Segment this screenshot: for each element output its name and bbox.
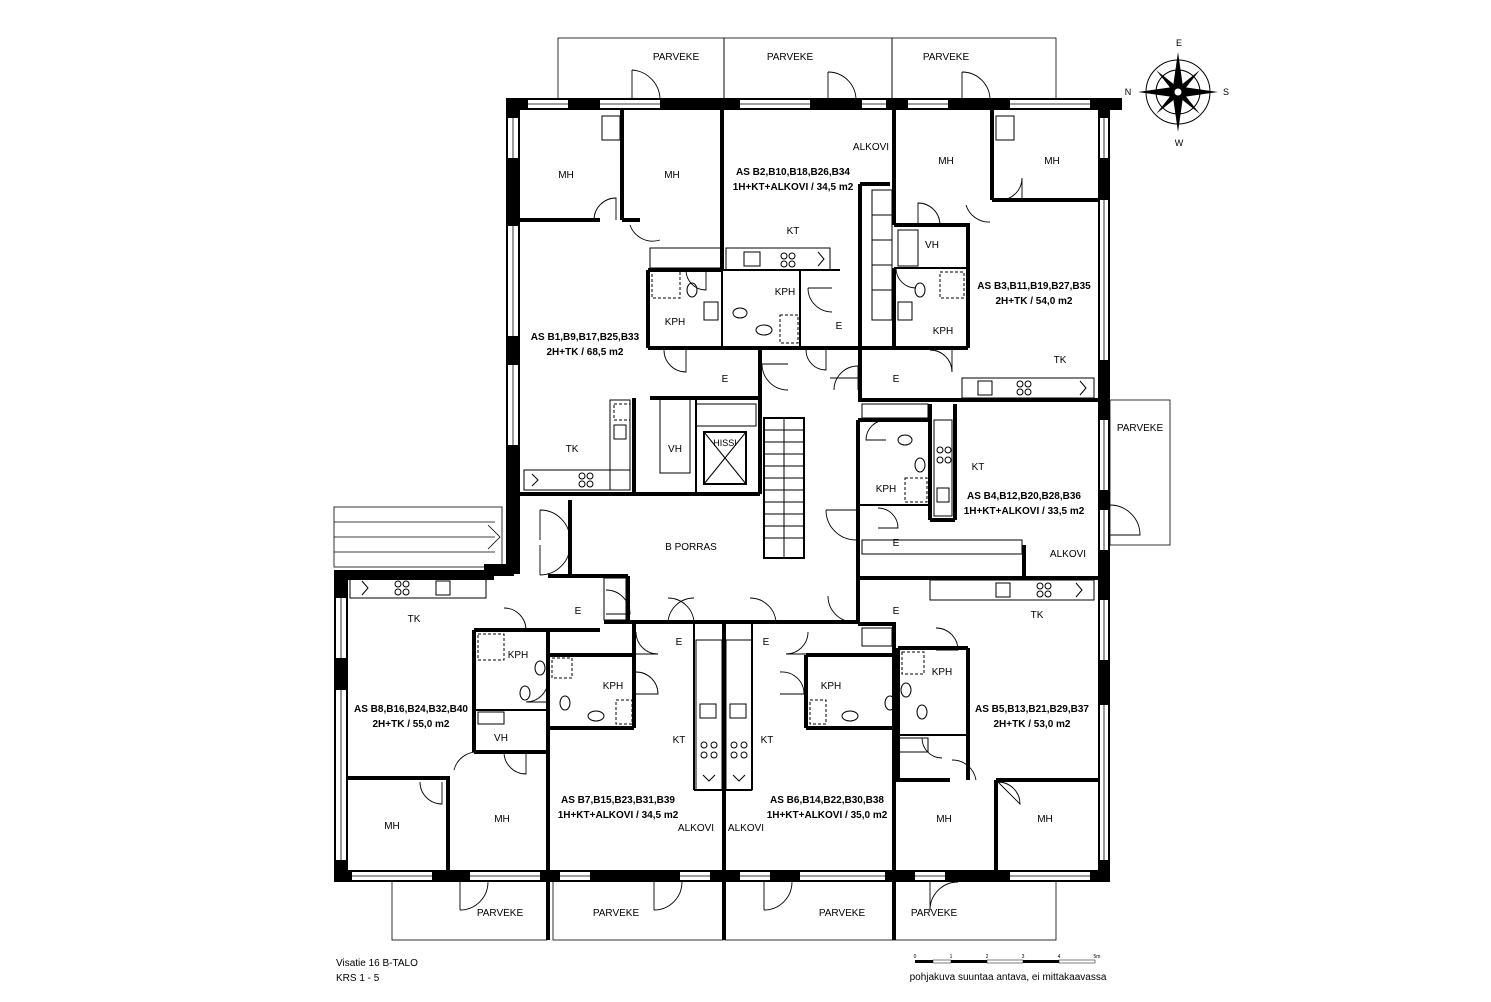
bathroom-label: KPH [665,317,686,328]
hallway-label: E [575,606,582,617]
scale-tick: 4 [1058,954,1061,960]
alcove-label: ALKOVI [728,823,764,834]
apartment-type: 1H+KT+ALKOVI / 34,5 m2 [733,182,854,193]
kitchenette-label: KT [761,735,774,746]
apartment-type: 1H+KT+ALKOVI / 34,5 m2 [558,810,679,821]
interior-walls [348,110,1098,940]
apartment-id: AS B2,B10,B18,B26,B34 [736,167,850,178]
alcove-label: ALKOVI [1050,549,1086,560]
scale-tick: 2 [986,954,989,960]
bathroom-label: KPH [603,681,624,692]
balcony-label: PARVEKE [767,52,814,63]
closet-label: VH [668,444,682,455]
kitchenette-label: KT [972,462,985,473]
compass-rose [1138,52,1218,132]
hallway-label: E [676,637,683,648]
living-room-label: TK [1054,355,1067,366]
living-room-label: TK [408,614,421,625]
bathroom-label: KPH [821,681,842,692]
bathroom-label: KPH [508,650,529,661]
kitchenette-label: KT [787,226,800,237]
balcony-label: PARVEKE [911,908,958,919]
closet-label: VH [925,240,939,251]
exterior-walls [334,98,1122,882]
bedroom-label: MH [558,170,574,181]
building-name: Visatie 16 B-TALO [336,958,418,969]
bedroom-label: MH [384,821,400,832]
bedroom-label: MH [664,170,680,181]
closet-label: VH [494,733,508,744]
scale-tick: 1 [950,954,953,960]
compass-e: E [1176,38,1182,48]
apartment-type: 1H+KT+ALKOVI / 33,5 m2 [964,506,1085,517]
apartment-id: AS B7,B15,B23,B31,B39 [561,795,675,806]
stairwell [703,417,805,559]
stairwell-label: B PORRAS [665,542,717,553]
compass-w: W [1175,138,1184,148]
bedroom-label: MH [1044,156,1060,167]
kitchenette-label: KT [673,735,686,746]
balcony-label: PARVEKE [653,52,700,63]
elevator-shaft [703,431,747,485]
hallway-label: E [722,374,729,385]
bathroom-label: KPH [876,484,897,495]
apartment-id: AS B3,B11,B19,B27,B35 [977,281,1091,292]
hallway-label: E [763,637,770,648]
balcony-label: PARVEKE [1117,423,1164,434]
bathroom-label: KPH [775,287,796,298]
bathroom-label: KPH [932,667,953,678]
apartment-id: AS B4,B12,B20,B28,B36 [967,491,1081,502]
living-room-label: TK [566,444,579,455]
apartment-type: 2H+TK / 54,0 m2 [996,296,1073,307]
floor-range: KRS 1 - 5 [336,973,380,984]
doors [419,69,1141,911]
balcony-label: PARVEKE [923,52,970,63]
apartment-type: 2H+TK / 68,5 m2 [547,347,624,358]
balcony-label: PARVEKE [477,908,524,919]
compass-s: S [1223,87,1229,97]
apartment-labels: AS B2,B10,B18,B26,B34 1H+KT+ALKOVI / 34,… [354,167,1091,821]
bathroom-label: KPH [933,326,954,337]
disclaimer-note: pohjakuva suuntaa antava, ei mittakaavas… [910,972,1107,983]
scale-tick: 0 [914,954,917,960]
apartment-type: 2H+TK / 53,0 m2 [994,719,1071,730]
scale-tick: 5m [1094,954,1101,960]
fixtures [349,115,1095,791]
hallway-label: E [836,321,843,332]
apartment-id: AS B8,B16,B24,B32,B40 [354,704,468,715]
apartment-id: AS B6,B14,B22,B30,B38 [770,795,884,806]
apartment-type: 2H+TK / 55,0 m2 [373,719,450,730]
room-labels: PARVEKE PARVEKE PARVEKE PARVEKE PARVEKE … [384,52,1163,919]
bedroom-label: MH [938,156,954,167]
balcony-label: PARVEKE [819,908,866,919]
alcove-label: ALKOVI [853,142,889,153]
living-room-label: TK [1031,610,1044,621]
scale-tick: 3 [1022,954,1025,960]
apartment-id: AS B5,B13,B21,B29,B37 [975,704,1089,715]
bedroom-label: MH [494,814,510,825]
hallway-label: E [893,538,900,549]
apartment-type: 1H+KT+ALKOVI / 35,0 m2 [767,810,888,821]
apartment-id: AS B1,B9,B17,B25,B33 [531,332,640,343]
alcove-label: ALKOVI [678,823,714,834]
elevator-label: HISSI [713,438,737,448]
hallway-label: E [893,606,900,617]
bedroom-label: MH [936,814,952,825]
compass-n: N [1125,87,1132,97]
hallway-label: E [893,374,900,385]
balcony-label: PARVEKE [593,908,640,919]
scale-bar: 0 1 2 3 4 5m [914,954,1101,964]
bedroom-label: MH [1037,814,1053,825]
